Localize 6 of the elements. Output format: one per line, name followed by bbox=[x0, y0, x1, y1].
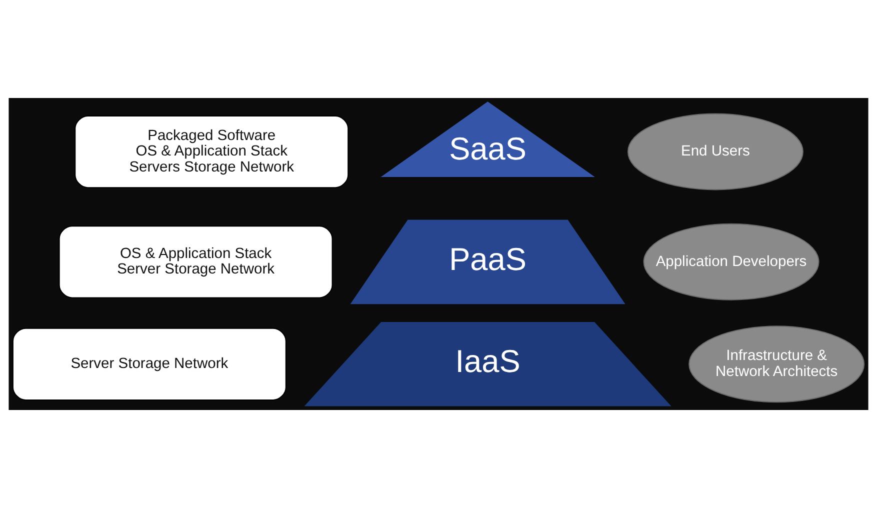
node-box: OS & Application Stack Server Storage Network bbox=[58, 226, 333, 298]
node-box: Packaged Software OS & Application Stack Servers Storage Network bbox=[74, 115, 349, 188]
node-box: Server Storage Network bbox=[12, 328, 286, 401]
node-ellipse: Infrastructure & Network Architects bbox=[688, 326, 865, 403]
node-ellipse: Application Developers bbox=[643, 223, 820, 300]
node-ellipse: End Users bbox=[627, 113, 804, 190]
